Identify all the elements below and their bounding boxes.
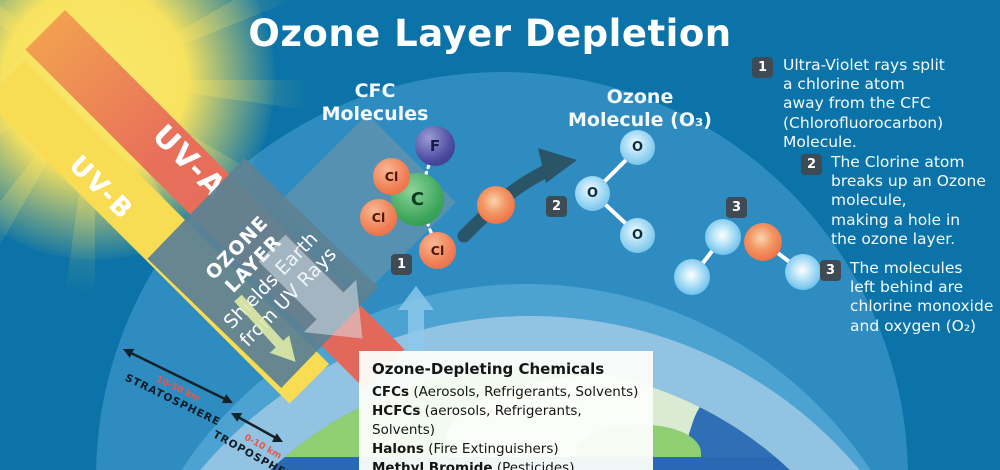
chemical-name: Methyl Bromide <box>372 459 493 470</box>
chlorine-symbol: Cl <box>384 169 399 184</box>
fluorine-symbol: F <box>429 137 441 155</box>
step-1-description: Ultra-Violet rays split a chlorine atom … <box>783 56 945 151</box>
chlorine-monoxide-chlorine <box>744 223 782 261</box>
oxygen-molecule-atom <box>674 259 710 295</box>
legend-step-2-badge: 2 <box>801 154 822 175</box>
cfc-molecules-label: CFC Molecules <box>321 80 429 125</box>
chlorine-atom: Cl <box>373 158 410 195</box>
oxygen-symbol: O <box>631 228 644 243</box>
reflected-uv-arrow <box>258 234 363 339</box>
ozone-molecule-label: Ozone Molecule (O₃) <box>567 86 712 131</box>
step-3-description: The molecules left behind are chlorine m… <box>850 259 994 335</box>
chemical-desc: (aerosols, Refrigerants, Solvents) <box>372 402 582 438</box>
diagram-step-1-badge: 1 <box>391 254 412 275</box>
diagram-step-3-badge: 3 <box>726 197 747 218</box>
oxygen-atom: O <box>620 218 655 253</box>
chemical-item: Halons (Fire Extinguishers) <box>372 440 640 459</box>
oxygen-molecule-atom <box>705 219 741 255</box>
diagram-step-2-badge: 2 <box>546 196 567 217</box>
uv-remnant-arrow <box>234 294 296 362</box>
chemical-item: Methyl Bromide (Pesticides) <box>372 459 640 470</box>
rising-chemicals-arrow <box>398 286 434 356</box>
chemical-desc: (Pesticides) <box>496 459 575 470</box>
chemical-desc: (Aerosols, Refrigerants, Solvents) <box>413 384 639 400</box>
step-2-description: The Clorine atom breaks up an Ozone mole… <box>831 153 986 248</box>
legend-step-3-badge: 3 <box>820 260 841 281</box>
carbon-symbol: C <box>410 189 425 210</box>
chemical-item: HCFCs (aerosols, Refrigerants, Solvents) <box>372 402 640 440</box>
page-title: Ozone Layer Depletion <box>248 12 732 55</box>
legend-step-1-badge: 1 <box>752 57 773 78</box>
oxygen-symbol: O <box>586 186 599 201</box>
ozone-depleting-chemicals-box: Ozone-Depleting Chemicals CFCs (Aerosols… <box>359 351 653 470</box>
chemical-name: Halons <box>372 440 424 457</box>
chlorine-atom: Cl <box>360 199 397 236</box>
oxygen-symbol: O <box>631 140 644 155</box>
chemical-desc: (Fire Extinguishers) <box>428 440 559 457</box>
stratosphere-extent-arrow <box>123 348 233 404</box>
free-chlorine-atom <box>477 186 515 224</box>
chemical-name: HCFCs <box>372 402 421 419</box>
chlorine-symbol: Cl <box>371 210 386 225</box>
oxygen-atom: O <box>575 176 610 211</box>
chemical-name: CFCs <box>372 384 410 400</box>
chlorine-symbol: Cl <box>430 243 445 258</box>
chlorine-atom: Cl <box>419 232 456 269</box>
chlorine-monoxide-oxygen <box>785 254 821 290</box>
chemical-item: CFCs (Aerosols, Refrigerants, Solvents) <box>372 383 640 402</box>
troposphere-extent-arrow <box>231 413 283 442</box>
chemicals-box-title: Ozone-Depleting Chemicals <box>372 360 605 378</box>
oxygen-atom: O <box>620 130 655 165</box>
fluorine-atom: F <box>415 126 455 166</box>
